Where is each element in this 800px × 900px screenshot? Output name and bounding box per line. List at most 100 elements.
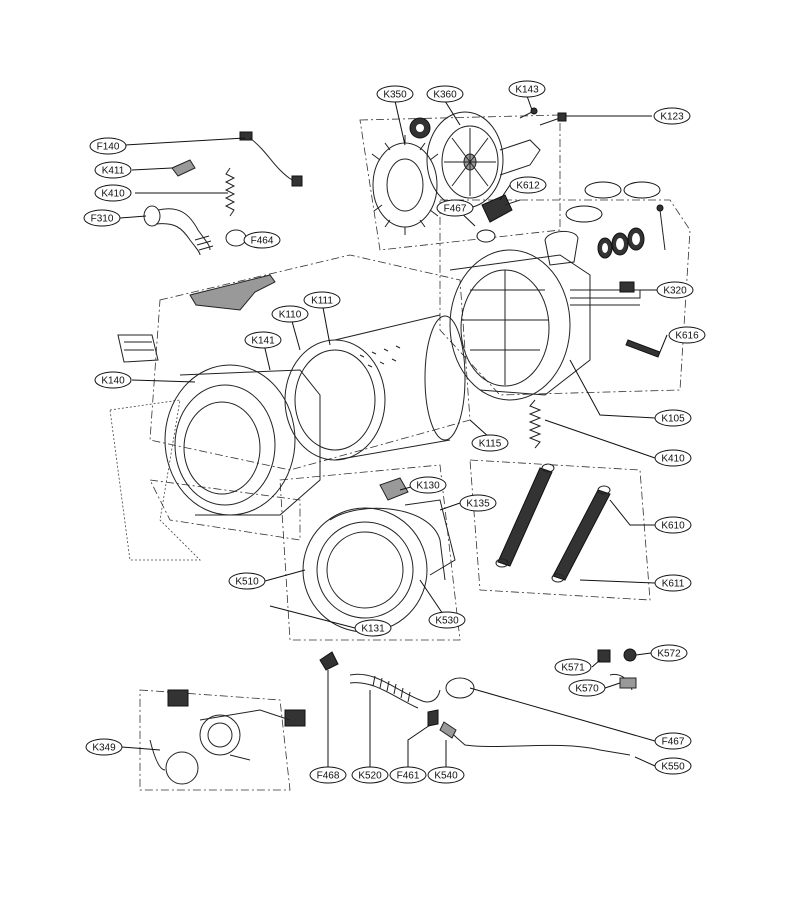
svg-text:K350: K350: [383, 90, 407, 101]
svg-text:K610: K610: [661, 521, 685, 532]
blank-label-ovals: [476, 181, 661, 243]
label-F310: F310: [83, 209, 121, 227]
label-F461: F461: [389, 766, 427, 784]
blank-label: [476, 229, 496, 243]
svg-text:K520: K520: [358, 771, 382, 782]
svg-text:K616: K616: [675, 331, 699, 342]
door-hinge-bracket: [379, 477, 409, 501]
label-K530: K530: [428, 611, 466, 629]
callout-labels: K350 K360 K143 K123 F140 K411 K410 F310 …: [83, 80, 706, 784]
svg-text:K360: K360: [433, 90, 457, 101]
balance-weight: [404, 499, 456, 576]
svg-text:K140: K140: [101, 376, 125, 387]
svg-text:K410: K410: [661, 454, 685, 465]
svg-text:K410: K410: [101, 189, 125, 200]
rear-tub: [449, 231, 591, 401]
svg-text:F464: F464: [251, 236, 274, 247]
drain-hose: [143, 205, 214, 256]
label-K135: K135: [459, 494, 497, 512]
label-K572: K572: [650, 644, 688, 662]
label-K105: K105: [654, 409, 692, 427]
svg-text:F140: F140: [97, 142, 120, 153]
rotor: [426, 111, 541, 209]
label-K612: K612: [509, 176, 547, 194]
svg-text:F467: F467: [444, 204, 467, 215]
svg-text:F461: F461: [397, 771, 420, 782]
rotor-bolt: [519, 107, 538, 119]
hose-clamp-ring: [225, 229, 247, 247]
label-F140: F140: [89, 137, 127, 155]
svg-text:K572: K572: [657, 649, 681, 660]
label-K616: K616: [668, 326, 706, 344]
svg-text:K540: K540: [434, 771, 458, 782]
svg-text:K611: K611: [662, 579, 685, 590]
svg-text:K111: K111: [311, 296, 333, 307]
svg-text:K510: K510: [235, 577, 259, 588]
label-K123: K123: [653, 107, 691, 125]
label-K141: K141: [244, 331, 282, 349]
cable-clip: [171, 159, 196, 177]
pump-filter: [623, 648, 637, 662]
tub-spring-top: [224, 167, 236, 217]
svg-text:K530: K530: [435, 616, 459, 627]
svg-text:K571: K571: [561, 663, 585, 674]
svg-text:K570: K570: [575, 684, 599, 695]
label-K111: K111: [303, 291, 341, 309]
pressure-hose-clamp: [445, 677, 475, 699]
svg-text:K131: K131: [361, 624, 385, 635]
label-K115: K115: [471, 434, 509, 452]
label-K320: K320: [656, 281, 694, 299]
label-K611: K611: [654, 574, 692, 592]
svg-text:F467: F467: [662, 737, 685, 748]
label-K540: K540: [427, 766, 465, 784]
gasket-clamp: [329, 507, 446, 581]
svg-text:K349: K349: [92, 743, 116, 754]
damper-left: [495, 463, 555, 568]
label-K571: K571: [554, 658, 592, 676]
svg-text:K612: K612: [516, 181, 540, 192]
dispenser-bracket: [117, 334, 159, 363]
check-valve: [427, 709, 439, 727]
door-gasket: [302, 507, 428, 633]
blank-label: [584, 181, 622, 199]
heater-element: [570, 281, 641, 306]
hall-sensor: [481, 194, 521, 223]
label-K410-top: K410: [94, 184, 132, 202]
svg-text:K135: K135: [466, 499, 490, 510]
drum: [284, 314, 466, 461]
label-F467-bottom: F467: [654, 732, 692, 750]
svg-text:K105: K105: [661, 414, 685, 425]
label-K510: K510: [228, 572, 266, 590]
label-K143: K143: [508, 80, 546, 98]
drain-pump-assembly: [149, 689, 306, 785]
tub-bolt-right: [656, 204, 666, 251]
drain-bellows: [349, 673, 441, 709]
svg-text:K411: K411: [102, 166, 125, 177]
hose-clamp-f468: [319, 651, 339, 671]
label-K110: K110: [271, 305, 309, 323]
label-K550: K550: [654, 757, 692, 775]
svg-text:K143: K143: [515, 85, 539, 96]
label-F464: F464: [243, 231, 281, 249]
blank-label: [623, 181, 661, 199]
front-tub: [164, 364, 321, 516]
svg-text:K320: K320: [663, 286, 687, 297]
svg-text:F310: F310: [91, 214, 114, 225]
label-K360: K360: [426, 85, 464, 103]
svg-text:F468: F468: [317, 771, 340, 782]
svg-text:K550: K550: [661, 762, 685, 773]
svg-text:K130: K130: [416, 481, 440, 492]
pump-cap: [597, 649, 611, 663]
svg-text:K141: K141: [251, 336, 275, 347]
label-F468: F468: [309, 766, 347, 784]
label-K130: K130: [409, 476, 447, 494]
blank-label: [565, 205, 603, 223]
label-F467-top: F467: [436, 199, 474, 217]
svg-text:K123: K123: [660, 112, 684, 123]
svg-text:K110: K110: [279, 310, 302, 321]
label-K410-right: K410: [654, 449, 692, 467]
label-K350: K350: [376, 85, 414, 103]
label-K520: K520: [351, 766, 389, 784]
pressure-switch-tube: [439, 721, 631, 756]
